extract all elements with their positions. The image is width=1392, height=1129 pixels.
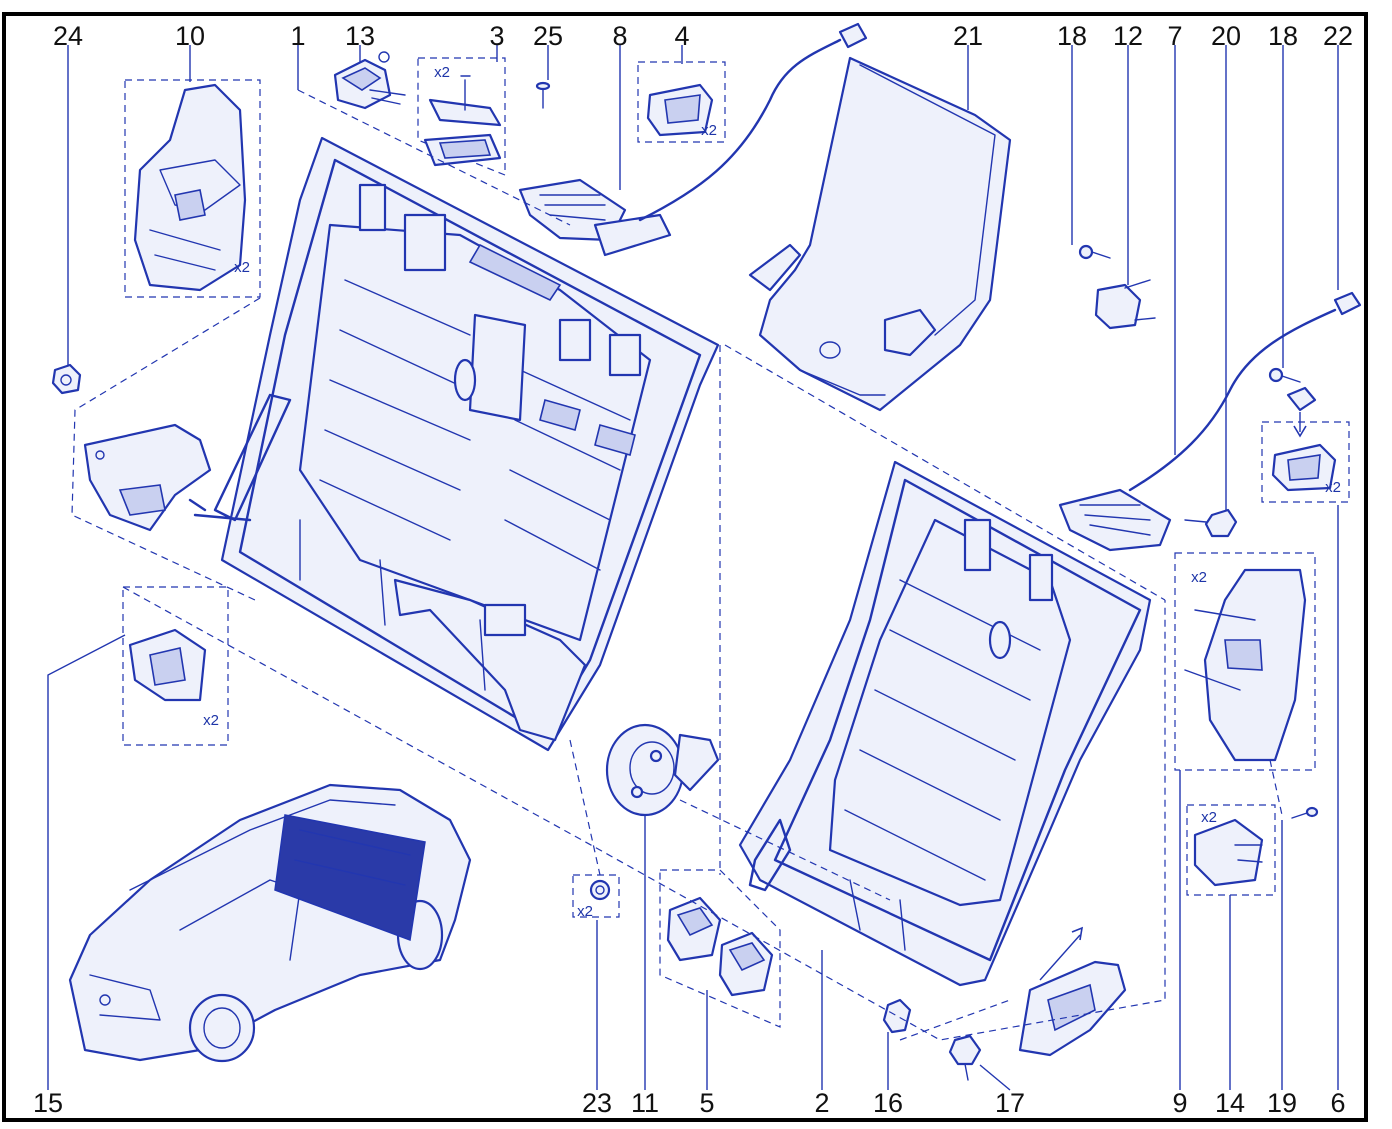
top-callouts: 24 10 1 13 3 25 8 4 21 18 12 7 20 18 22 xyxy=(53,21,1353,51)
callout-8: 8 xyxy=(612,21,627,51)
part-18-bolt-upper xyxy=(1078,244,1111,260)
part-8-recliner-mechanism xyxy=(518,22,868,257)
part-22-clip xyxy=(1286,386,1317,438)
callout-11: 11 xyxy=(631,1088,659,1118)
qty-label-part3: x2 xyxy=(434,64,450,81)
part-11-pivot-bushing xyxy=(605,723,720,817)
part-7-recliner-mechanism xyxy=(1058,291,1362,552)
part-15-bracket: x2 xyxy=(122,586,229,746)
qty-label-part23: x2 xyxy=(577,903,593,920)
callout-10: 10 xyxy=(175,21,205,51)
callout-9: 9 xyxy=(1172,1088,1187,1118)
side-mounting-bracket xyxy=(83,423,252,532)
callout-24: 24 xyxy=(53,21,83,51)
callout-5: 5 xyxy=(699,1088,714,1118)
part-4-release-handle: x2 xyxy=(637,61,726,143)
callout-13: 13 xyxy=(345,21,375,51)
callout-23: 23 xyxy=(582,1088,612,1118)
part-17-bolt xyxy=(948,1034,982,1081)
callout-7: 7 xyxy=(1167,21,1182,51)
left-seatback-frame xyxy=(213,136,720,752)
callout-20: 20 xyxy=(1211,21,1241,51)
part-18-bolt-right xyxy=(1268,367,1301,383)
qty-label-part10: x2 xyxy=(234,259,250,276)
right-seatback-frame xyxy=(738,460,1152,987)
part-16-bolt xyxy=(882,998,912,1034)
diagram-border xyxy=(2,12,1368,1122)
part-12-striker-cover xyxy=(1094,279,1156,330)
callout-4: 4 xyxy=(674,21,689,51)
part-19-screw xyxy=(1291,806,1319,819)
callout-18-upper: 18 xyxy=(1057,21,1087,51)
qty-label-part6: x2 xyxy=(1325,479,1341,496)
part-14-mount: x2 xyxy=(1186,804,1276,896)
bottom-callouts: 15 23 11 5 2 16 17 9 14 19 6 xyxy=(33,1088,1346,1118)
callout-18-right: 18 xyxy=(1268,21,1298,51)
qty-label-part9: x2 xyxy=(1191,569,1207,586)
lower-latch-bracket xyxy=(1018,926,1127,1057)
callout-15: 15 xyxy=(33,1088,63,1118)
callout-2: 2 xyxy=(814,1088,829,1118)
callout-19: 19 xyxy=(1267,1088,1297,1118)
part-25-screw xyxy=(535,81,551,109)
callout-6: 6 xyxy=(1330,1088,1345,1118)
part-20-bolt xyxy=(1184,508,1238,538)
part-24-nut xyxy=(51,363,82,395)
qty-label-part4: x2 xyxy=(701,122,717,139)
part-5-latch-housings xyxy=(659,869,781,1028)
callout-1: 1 xyxy=(290,21,305,51)
qty-label-part15: x2 xyxy=(203,712,219,729)
callout-21: 21 xyxy=(953,21,983,51)
callout-16: 16 xyxy=(873,1088,903,1118)
qty-label-part14: x2 xyxy=(1201,809,1217,826)
part-6-release-handle: x2 xyxy=(1261,421,1350,503)
dashed-assembly-lines xyxy=(71,89,1283,1041)
callout-25: 25 xyxy=(533,21,563,51)
callout-14: 14 xyxy=(1215,1088,1245,1118)
callout-22: 22 xyxy=(1323,21,1353,51)
callout-12: 12 xyxy=(1113,21,1143,51)
part-13-latch-cover xyxy=(333,51,406,110)
part-3-trim-cover: x2 xyxy=(417,57,506,176)
leader-lines xyxy=(47,45,1339,1091)
part-23-pivot-pin: x2 xyxy=(572,874,620,920)
part-10-hinge-bracket: x2 xyxy=(124,79,261,298)
part-21-seatback-cushion xyxy=(748,56,1012,412)
callout-17: 17 xyxy=(995,1088,1025,1118)
vehicle-location-illustration xyxy=(68,783,472,1063)
callout-3: 3 xyxy=(489,21,504,51)
part-9-hinge-bracket: x2 xyxy=(1174,552,1316,771)
